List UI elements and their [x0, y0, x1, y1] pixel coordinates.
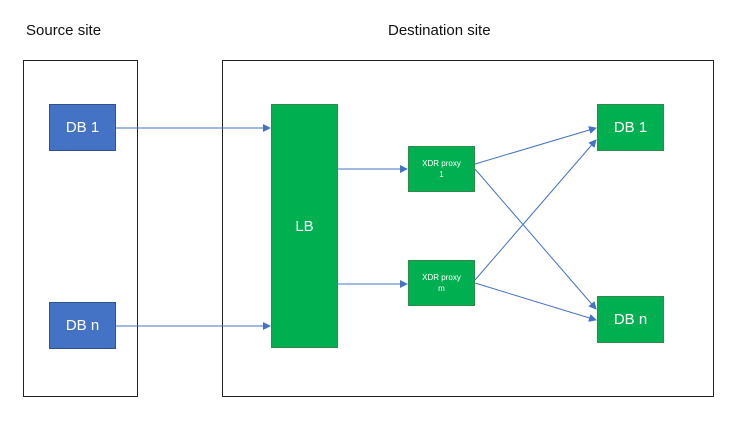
xdr-proxy-1-label: XDR proxy 1 [422, 159, 461, 179]
edge-proxy1-to-dst-dbn [474, 168, 597, 310]
destination-db-n: DB n [597, 296, 664, 343]
edge-proxy1-to-dst-db1 [474, 126, 597, 165]
destination-db-1: DB 1 [597, 104, 664, 151]
source-db-1-label: DB 1 [65, 119, 100, 136]
xdr-proxy-m-label: XDR proxy m [422, 273, 461, 293]
xdr-proxy-1: XDR proxy 1 [408, 146, 475, 192]
destination-db-1-label: DB 1 [613, 119, 648, 136]
edge-proxym-to-dst-dbn [474, 282, 597, 322]
load-balancer: LB [271, 104, 338, 348]
load-balancer-label: LB [295, 217, 314, 235]
destination-site-title: Destination site [388, 22, 491, 39]
edge-proxym-to-dst-db1 [474, 139, 597, 281]
destination-db-n-label: DB n [613, 311, 648, 328]
source-db-n: DB n [49, 302, 116, 349]
source-db-n-label: DB n [65, 317, 100, 334]
source-db-1: DB 1 [49, 104, 116, 151]
xdr-proxy-m: XDR proxy m [408, 260, 475, 306]
source-site-title: Source site [26, 22, 102, 39]
